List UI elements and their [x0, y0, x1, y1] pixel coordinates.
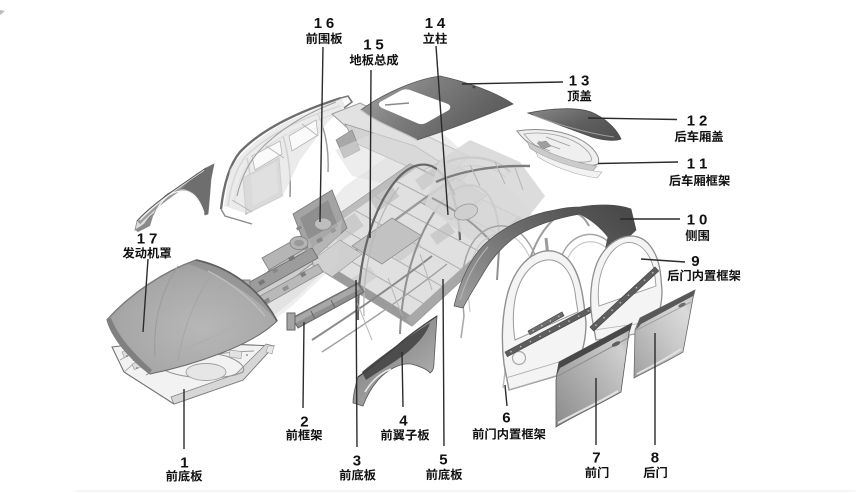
svg-text:8: 8: [651, 450, 659, 467]
svg-text:9: 9: [691, 253, 699, 270]
svg-text:1: 1: [180, 455, 188, 472]
svg-text:5: 5: [439, 452, 447, 469]
svg-text:6: 6: [502, 410, 510, 427]
svg-text:2: 2: [300, 414, 308, 431]
svg-text:4: 4: [399, 413, 408, 430]
svg-text:7: 7: [592, 450, 600, 467]
svg-text:3: 3: [353, 453, 361, 470]
